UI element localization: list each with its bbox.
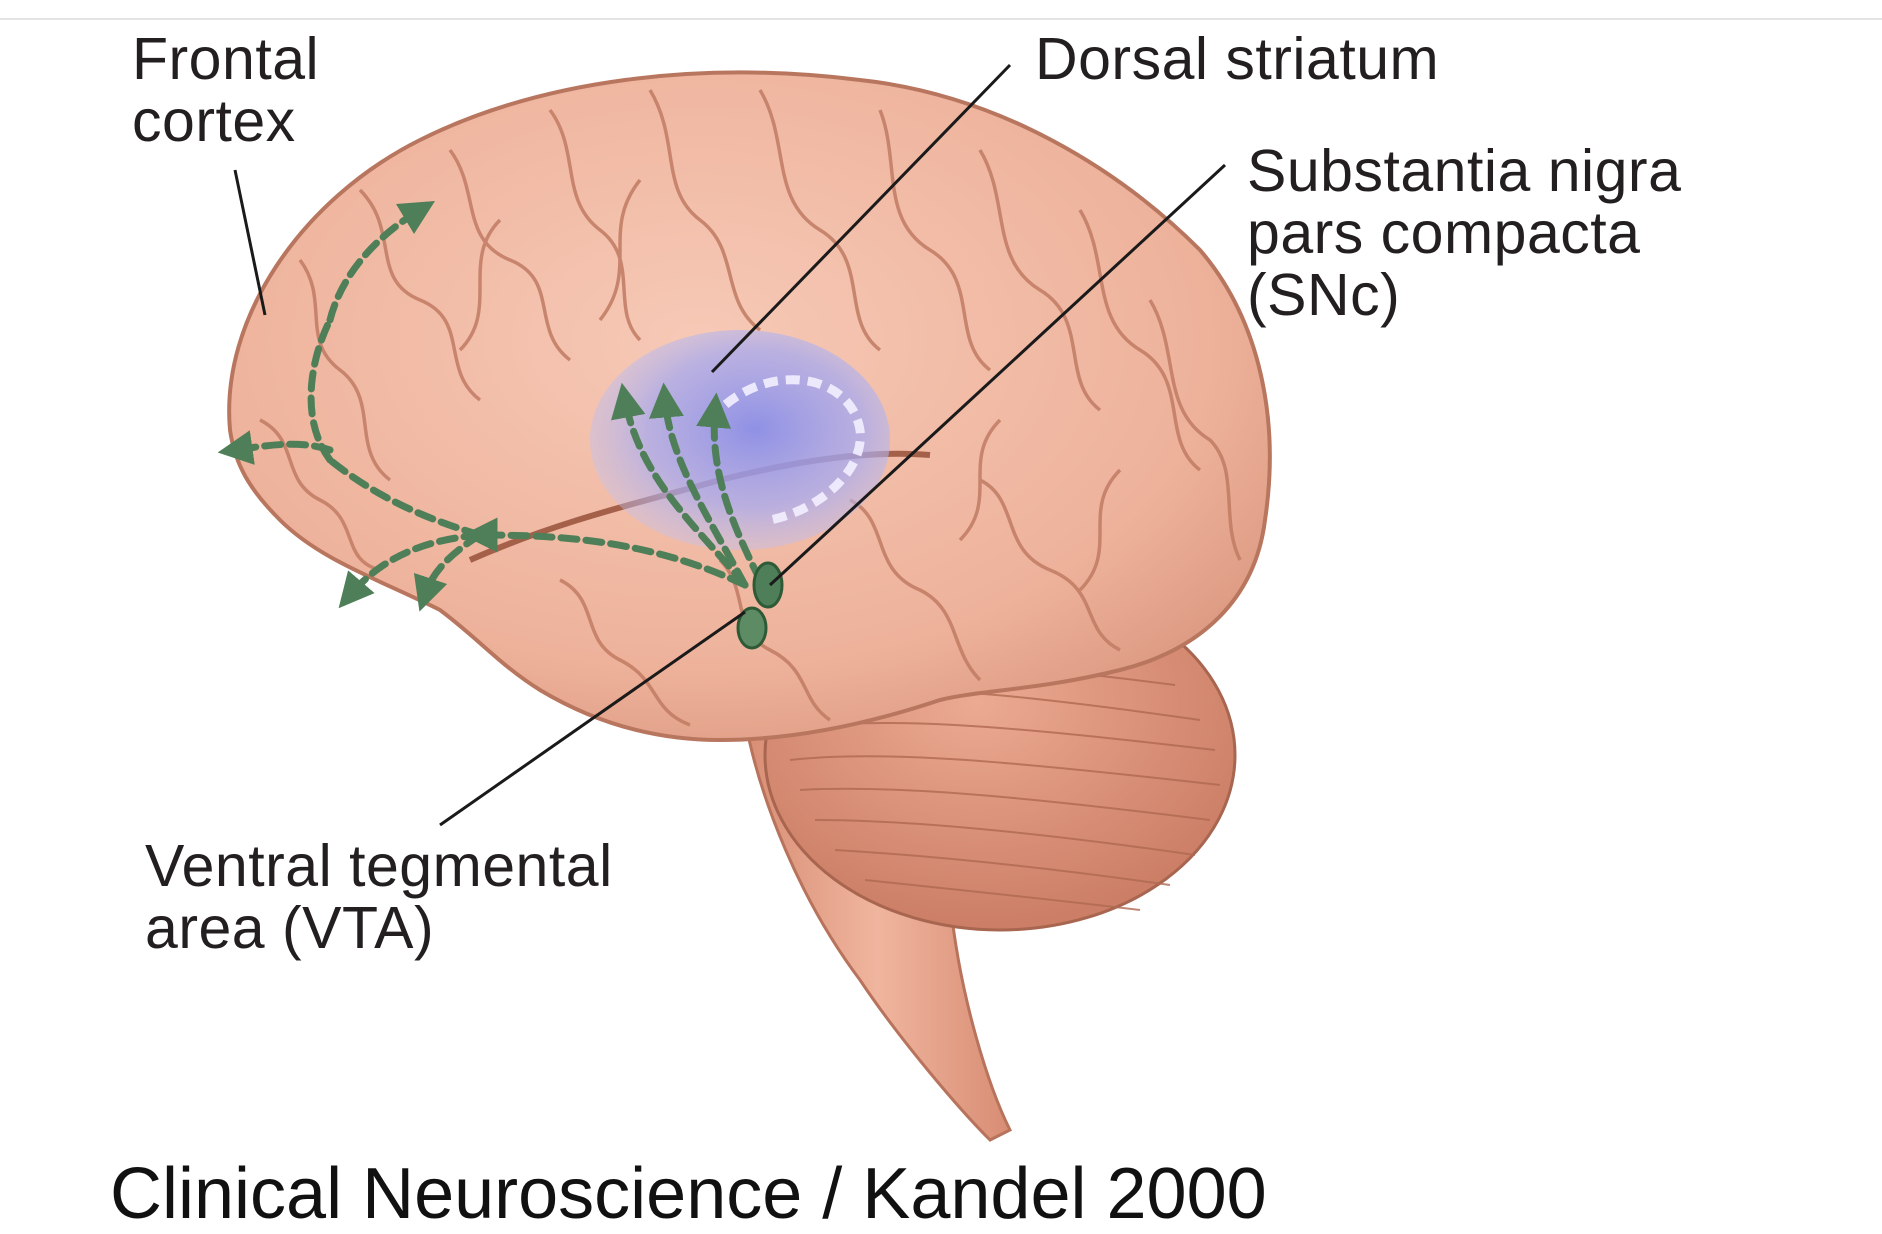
- leader-snc: [768, 163, 1227, 587]
- label-frontal-cortex-line2: cortex: [132, 88, 296, 154]
- leader-vta: [439, 610, 746, 827]
- vta-nucleus: [736, 606, 768, 650]
- caption-cropped: Clinical Neuroscience / Kandel 2000: [110, 1158, 1510, 1230]
- diagram-canvas: Frontal cortex Dorsal striatum Substanti…: [0, 18, 1882, 1230]
- caption-text: Clinical Neuroscience / Kandel 2000: [110, 1154, 1267, 1234]
- leader-lines: [233, 63, 1227, 827]
- top-divider: [0, 18, 1882, 20]
- label-vta-line1: Ventral tegmental: [145, 833, 613, 899]
- snc-nucleus: [752, 561, 784, 609]
- label-frontal-cortex-line1: Frontal: [132, 26, 320, 92]
- dopamine-pathway-arrows: [217, 200, 764, 612]
- label-dorsal-striatum-line1: Dorsal striatum: [1035, 26, 1440, 92]
- label-snc: Substantia nigra pars compacta (SNc): [1247, 140, 1681, 326]
- label-vta: Ventral tegmental area (VTA): [145, 835, 613, 959]
- label-snc-line2: pars compacta: [1247, 200, 1641, 266]
- leader-frontal-cortex: [233, 169, 267, 316]
- label-snc-line3: (SNc): [1247, 262, 1401, 328]
- caudate-tail: [706, 375, 865, 525]
- label-vta-line2: area (VTA): [145, 895, 435, 961]
- label-frontal-cortex: Frontal cortex: [132, 28, 319, 152]
- label-snc-line1: Substantia nigra: [1247, 138, 1682, 204]
- label-dorsal-striatum: Dorsal striatum: [1035, 28, 1439, 90]
- leader-dorsal-striatum: [710, 63, 1012, 374]
- brain-illustration: [217, 63, 1272, 1142]
